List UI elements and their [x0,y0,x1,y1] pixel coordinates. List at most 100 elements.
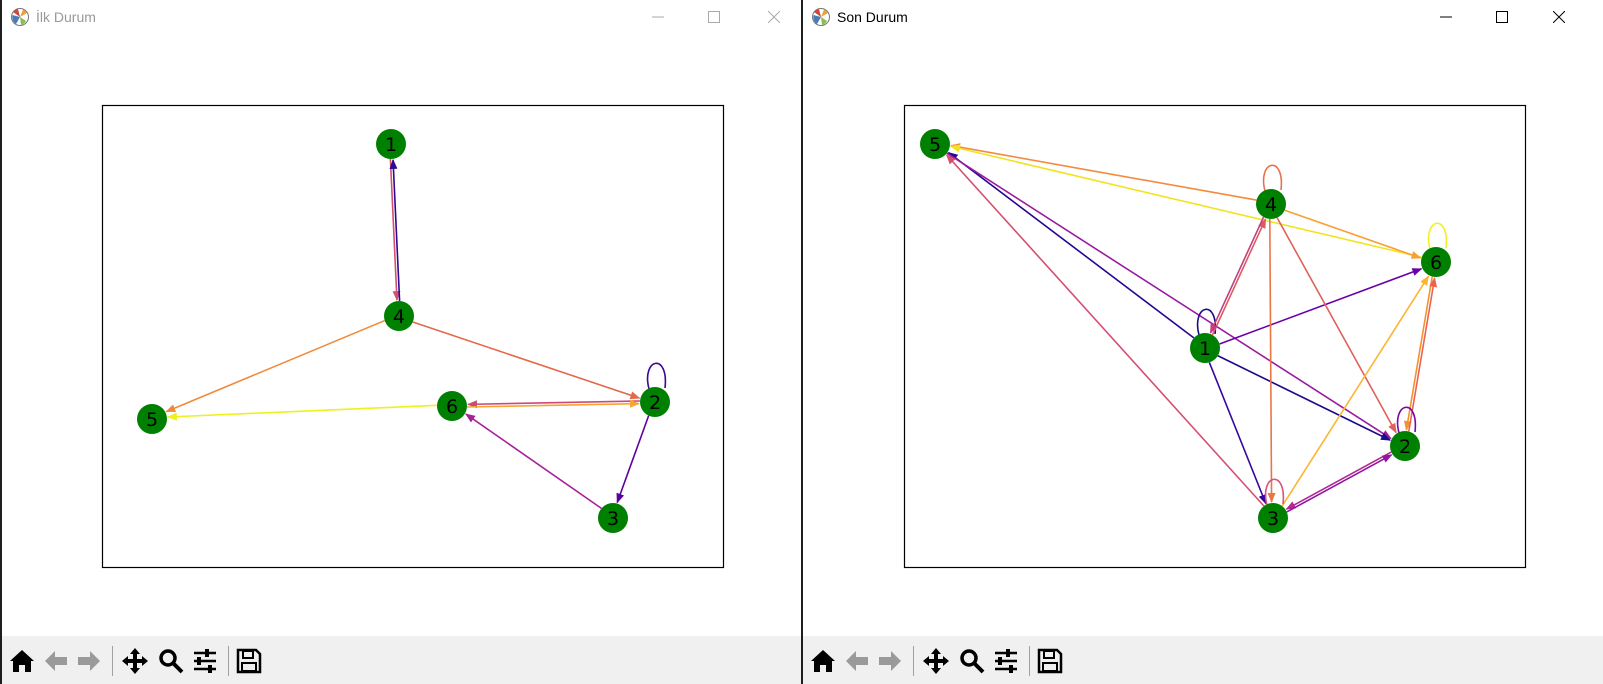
navigation-toolbar [803,636,1603,684]
edge-4-to-1 [389,158,401,301]
edge-1-to-2 [1217,355,1391,441]
edge-2-to-6 [466,400,640,409]
edge-4-to-1 [1209,216,1265,334]
edge-4-to-2 [412,321,641,400]
edge-2-to-2 [646,362,667,399]
edge-5-to-2 [946,152,1392,440]
window-title: Son Durum [837,9,908,25]
save-button[interactable] [1035,646,1065,676]
node-label: 3 [607,508,619,530]
pan-move-icon [122,648,148,674]
configure-subplots-icon [995,649,1017,673]
navigation-toolbar [2,636,801,684]
node-label: 1 [385,134,397,156]
close-icon [768,11,780,23]
edge-6-to-2 [1403,276,1434,431]
edge-2-to-3 [1285,451,1392,510]
maximize-button[interactable] [691,0,737,34]
node-circle [137,404,167,434]
node-label: 5 [929,134,941,156]
close-button[interactable] [751,0,797,34]
node-1: 1 [1190,333,1220,363]
minimize-icon [652,16,664,18]
back-button[interactable] [41,646,71,676]
pan-button[interactable] [921,646,951,676]
edge-6-to-5 [166,404,437,421]
node-circle [1390,431,1420,461]
maximize-button[interactable] [1479,0,1525,34]
maximize-icon [1496,11,1508,23]
node-label: 1 [1199,338,1211,360]
node-label: 6 [1430,252,1442,274]
edge-4-to-3 [1267,219,1276,504]
title-bar[interactable]: Son Durum [803,0,1603,34]
zoom-button[interactable] [957,646,987,676]
forward-button[interactable] [74,646,104,676]
edge-1-to-6 [1219,268,1423,345]
edge-6-to-5 [949,144,1422,259]
edge-1-to-4 [1211,218,1267,336]
configure-subplots-icon [194,649,216,673]
node-circle [384,301,414,331]
edge-2-to-6 [1407,277,1438,432]
edge-3-to-2 [1286,454,1393,513]
home-button[interactable] [808,646,838,676]
node-3: 3 [598,503,628,533]
edge-6-to-2 [467,399,641,408]
matplotlib-figure-icon [812,8,830,26]
edge-1-to-4 [389,159,401,302]
back-button[interactable] [842,646,872,676]
edge-4-to-6 [1284,209,1422,259]
matplotlib-figure-icon [11,8,29,26]
edge-1-to-3 [1208,362,1267,505]
zoom-magnifier-icon [960,649,985,674]
save-floppy-icon [236,648,262,674]
node-label: 4 [1265,194,1277,216]
back-arrow-icon [45,651,67,671]
edge-3-to-5 [946,154,1265,507]
toolbar-separator [112,646,113,676]
back-arrow-icon [846,651,868,671]
node-circle [920,129,950,159]
edges-group [165,158,667,510]
edge-3-to-3 [1264,478,1285,515]
node-label: 5 [146,409,158,431]
axes-frame [101,104,725,569]
forward-button[interactable] [875,646,905,676]
configure-subplots-button[interactable] [991,646,1021,676]
close-icon [1553,11,1565,23]
minimize-button[interactable] [1423,0,1469,34]
forward-arrow-icon [78,651,100,671]
node-label: 2 [649,392,661,414]
pan-button[interactable] [120,646,150,676]
edge-6-to-6 [1427,222,1448,259]
node-4: 4 [1256,189,1286,219]
node-circle [1421,247,1451,277]
zoom-button[interactable] [156,646,186,676]
configure-subplots-button[interactable] [190,646,220,676]
node-5: 5 [920,129,950,159]
edge-4-to-4 [1262,164,1283,201]
home-icon [10,650,34,672]
save-button[interactable] [234,646,264,676]
node-label: 2 [1399,436,1411,458]
node-label: 4 [393,306,405,328]
forward-arrow-icon [879,651,901,671]
title-bar[interactable]: İlk Durum [2,0,801,34]
minimize-button[interactable] [635,0,681,34]
close-button[interactable] [1536,0,1582,34]
node-6: 6 [1421,247,1451,277]
node-2: 2 [640,387,670,417]
edge-3-to-6 [1281,275,1430,507]
window-title: İlk Durum [36,9,96,25]
node-circle [1258,503,1288,533]
home-icon [811,650,835,672]
node-circle [640,387,670,417]
pan-move-icon [923,648,949,674]
minimize-icon [1440,16,1452,18]
node-circle [437,391,467,421]
home-button[interactable] [7,646,37,676]
